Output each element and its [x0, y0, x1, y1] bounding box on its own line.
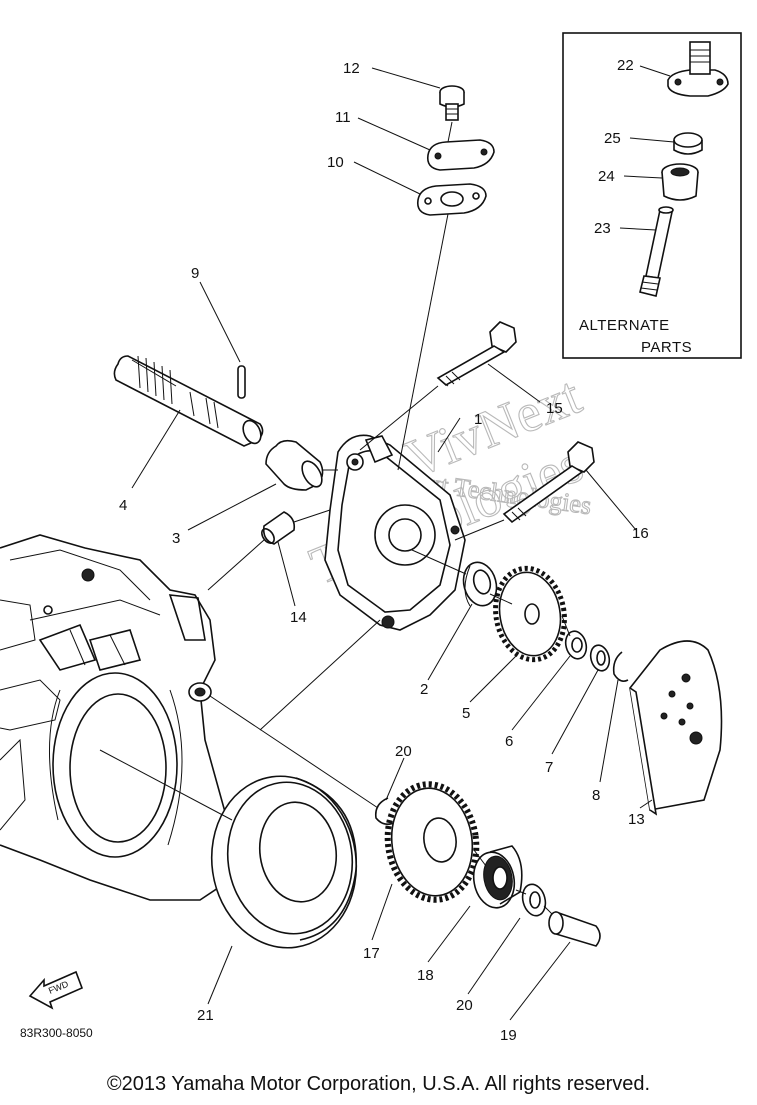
- part-13-plate: [629, 640, 723, 816]
- callout-20-lower: 20: [456, 997, 473, 1014]
- callout-11: 11: [335, 109, 351, 126]
- callout-12: 12: [343, 60, 360, 77]
- callout-13: 13: [628, 811, 645, 828]
- copyright-notice: ©2013 Yamaha Motor Corporation, U.S.A. A…: [106, 1073, 651, 1095]
- callout-25: 25: [604, 130, 621, 147]
- part-20-washer-lower: [521, 883, 547, 917]
- alternate-box-line1: ALTERNATE: [579, 317, 670, 334]
- part-8-circlip: [612, 651, 629, 682]
- part-6-washer: [564, 630, 588, 660]
- part-20-circlip-upper: [374, 797, 397, 826]
- callout-18: 18: [417, 967, 434, 984]
- callout-15: 15: [546, 400, 563, 417]
- part-21-oil-seal: [210, 775, 358, 949]
- part-1-pump-housing: [324, 434, 466, 631]
- part-25-ring: [673, 132, 703, 155]
- callout-21: 21: [197, 1007, 214, 1024]
- callout-2: 2: [420, 681, 428, 698]
- alternate-box-line2: PARTS: [641, 339, 692, 356]
- part-5-gear: [493, 565, 567, 663]
- assembly-lines: [99, 121, 571, 915]
- part-22-fitting: [667, 41, 729, 97]
- part-15-bolt: [436, 321, 517, 387]
- callout-24: 24: [598, 168, 615, 185]
- part-9-pin: [237, 365, 246, 399]
- part-19-pin: [548, 911, 601, 947]
- part-11-cover-plate: [426, 139, 495, 171]
- callout-23: 23: [594, 220, 611, 237]
- part-2-seal: [462, 561, 498, 607]
- callout-10: 10: [327, 154, 344, 171]
- part-18-bearing: [472, 845, 523, 909]
- callout-19: 19: [500, 1027, 517, 1044]
- part-23-gear-shaft: [639, 206, 674, 297]
- callout-16: 16: [632, 525, 649, 542]
- callout-6: 6: [505, 733, 513, 750]
- part-12-bolt: [439, 85, 465, 121]
- part-17-gear: [384, 781, 480, 903]
- callout-17: 17: [363, 945, 380, 962]
- leader-lines: [131, 65, 675, 1021]
- part-24-bushing: [661, 163, 699, 201]
- part-14-dowel: [261, 511, 296, 545]
- callout-1: 1: [474, 411, 482, 428]
- callout-7: 7: [545, 759, 553, 776]
- part-10-gasket: [416, 183, 487, 216]
- part-16-bolt: [502, 441, 595, 524]
- part-4-shaft: [113, 355, 264, 447]
- callout-20-upper: 20: [395, 743, 412, 760]
- alternate-parts-box: ALTERNATE PARTS: [562, 32, 742, 359]
- callout-9: 9: [191, 265, 199, 282]
- callout-14: 14: [290, 609, 307, 626]
- callout-22: 22: [617, 57, 634, 74]
- callout-3: 3: [172, 530, 180, 547]
- part-7-washer: [589, 644, 611, 672]
- callout-8: 8: [592, 787, 600, 804]
- crankcase: [0, 534, 231, 901]
- part-3-collar: [265, 439, 324, 491]
- callout-numbers: 12 11 10 9 4 3 14 15 1 16 2 5 6 7 8 13 2…: [119, 57, 649, 1044]
- callout-4: 4: [119, 497, 127, 514]
- callout-5: 5: [462, 705, 470, 722]
- drawing-reference: 83R300-8050: [20, 1026, 93, 1040]
- fwd-arrow-icon: FWD: [28, 970, 84, 1010]
